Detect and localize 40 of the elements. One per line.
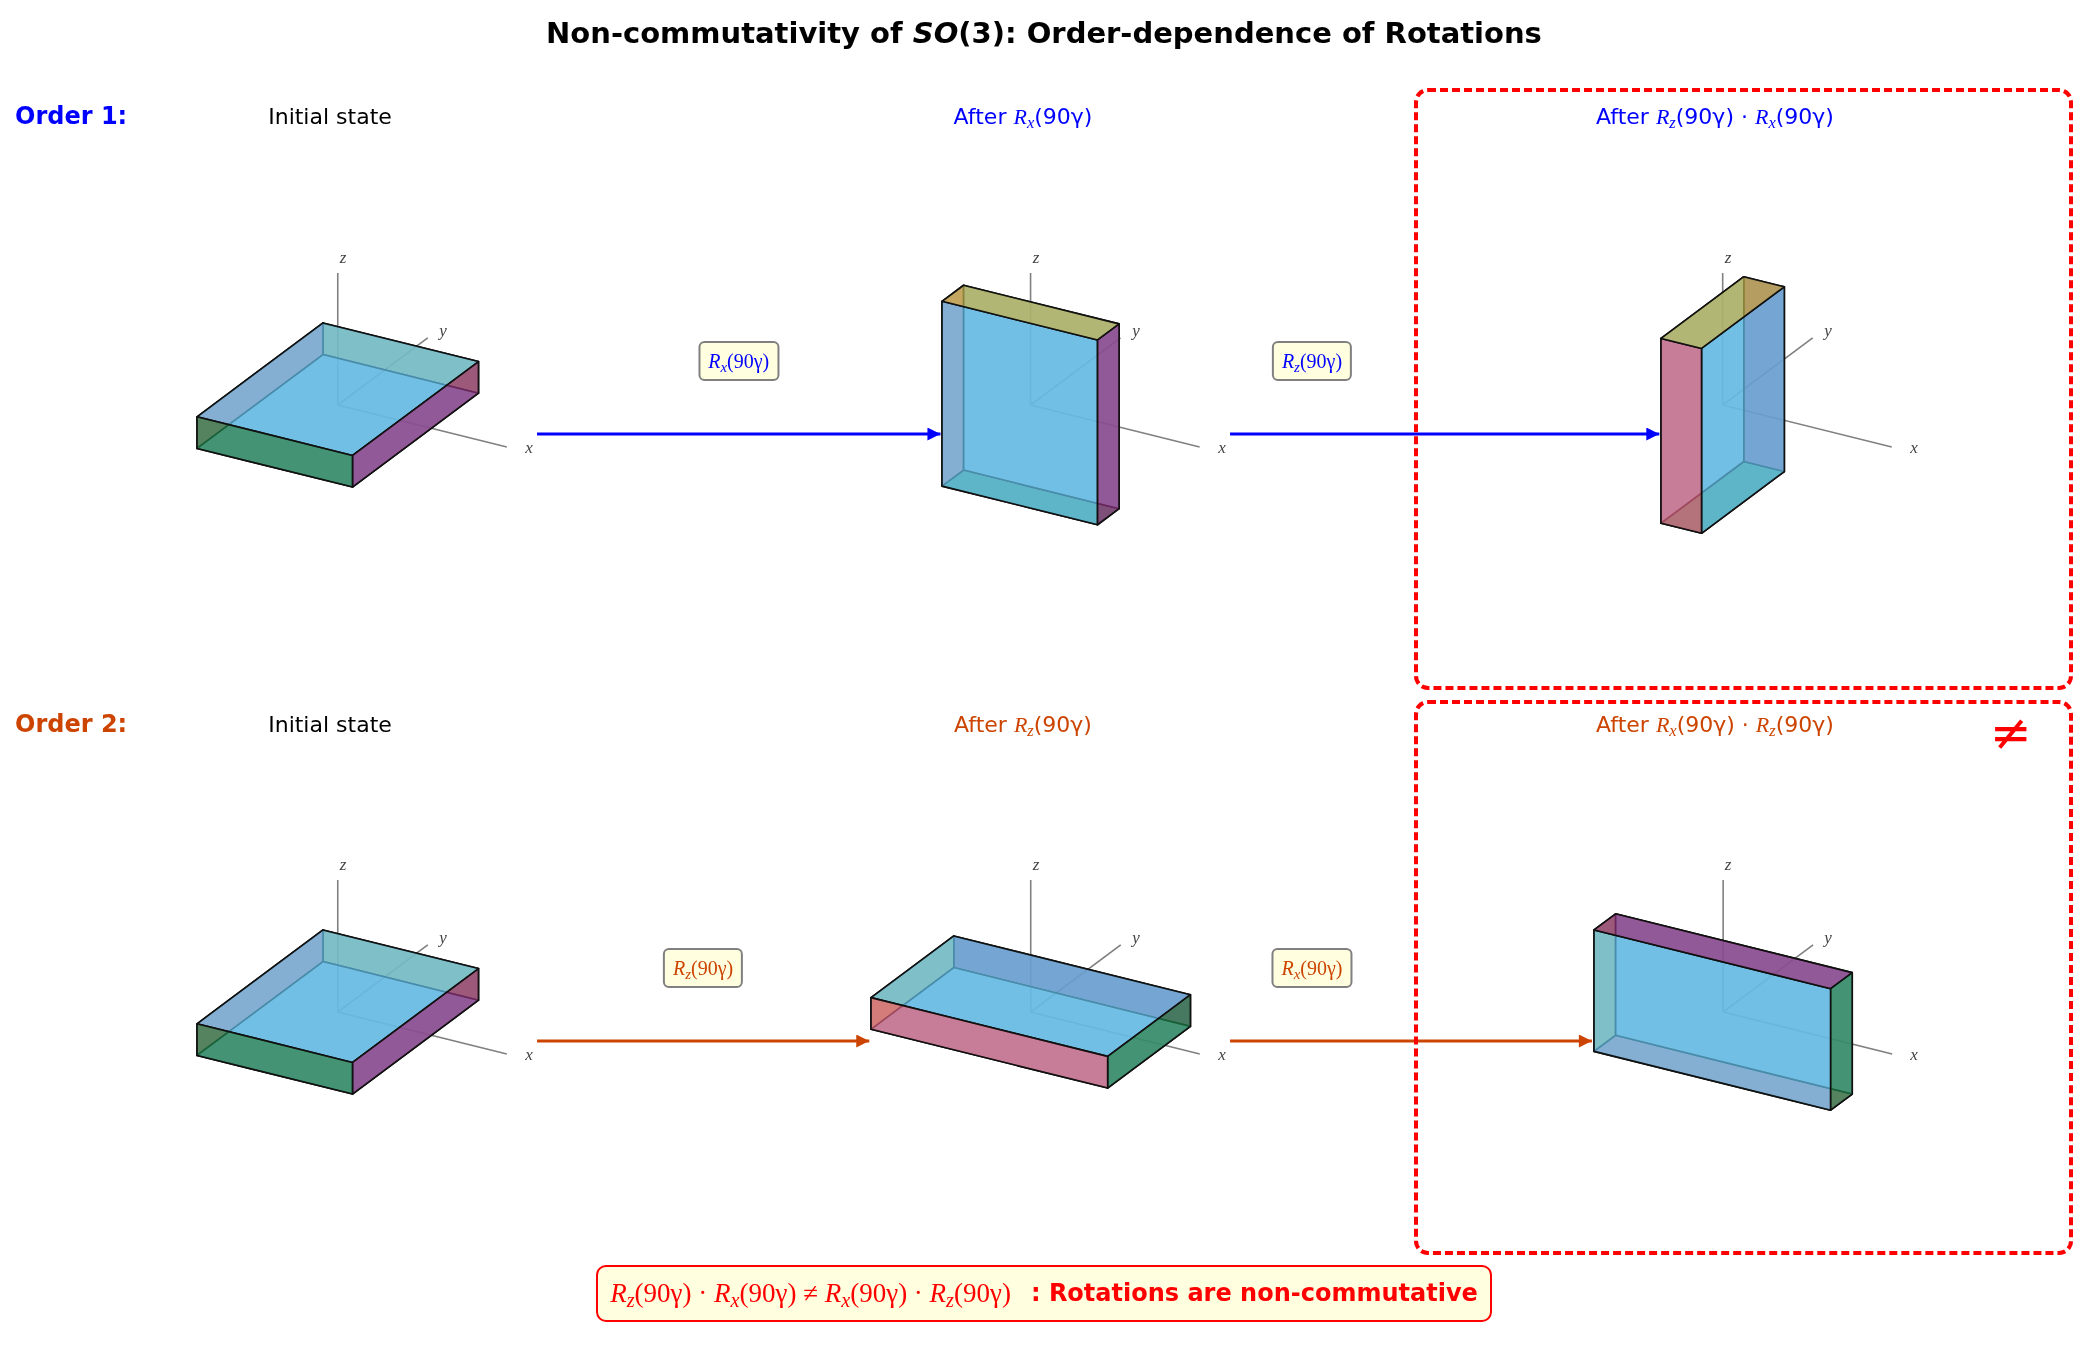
axis-label: x <box>525 438 533 456</box>
callout-box <box>596 1265 1492 1322</box>
arrow <box>537 427 941 441</box>
arrow <box>1230 427 1660 441</box>
diagram-title: Non-commutativity of SO(3): Order-dependence of Rotations <box>546 15 1542 52</box>
axis-label: y <box>1824 928 1832 946</box>
row-label: Order 2: <box>15 710 128 738</box>
panel-heading: After R$_{x}$(90γ) <box>953 104 1093 129</box>
edge-label: R$_{x}$(90γ) <box>1271 948 1353 988</box>
axis-label: y <box>1132 928 1140 946</box>
row-label: Order 1: <box>15 102 128 130</box>
axis-label: x <box>1910 438 1918 456</box>
not-equal-symbol: ≠ <box>1990 704 2032 762</box>
formula: R$_{z}$(90γ) · R$_{x}$(90γ) ≠ R$_{x}$(90γ) · R$_{z}$(90γ) <box>610 1277 1011 1314</box>
panel-heading: Initial state <box>268 712 392 737</box>
axis-label: y <box>1824 321 1832 339</box>
edge-label: R$_{x}$(90γ) <box>698 341 780 381</box>
axis-label: z <box>339 248 347 266</box>
edge-label: R$_{z}$(90γ) <box>663 948 744 988</box>
panel-heading: After R$_{z}$(90γ) <box>954 712 1092 737</box>
arrow <box>537 1034 870 1048</box>
axis-label: z <box>1724 248 1732 266</box>
axis-label: z <box>1724 855 1732 873</box>
panel-heading: After R$_{x}$(90γ) · R$_{z}$(90γ) <box>1596 712 1834 737</box>
axis-label: y <box>439 321 447 339</box>
panel-heading: Initial state <box>268 104 392 129</box>
axis-label: x <box>1218 438 1226 456</box>
axis-label: x <box>525 1045 533 1063</box>
dashed-highlight-frame <box>1414 700 2073 1255</box>
dashed-highlight-frame <box>1414 88 2073 690</box>
axis-label: z <box>1032 248 1040 266</box>
edge-label: R$_{z}$(90γ) <box>1271 341 1353 381</box>
axis-label: x <box>1910 1045 1918 1063</box>
axis-label: x <box>1218 1045 1226 1063</box>
note-text: : Rotations are non-commutative <box>1030 1278 1478 1310</box>
axis-label: y <box>1132 321 1140 339</box>
axis-label: y <box>439 928 447 946</box>
axis-label: z <box>339 855 347 873</box>
axis-label: z <box>1032 855 1040 873</box>
panel-heading: After R$_{z}$(90γ) · R$_{x}$(90γ) <box>1596 104 1834 129</box>
